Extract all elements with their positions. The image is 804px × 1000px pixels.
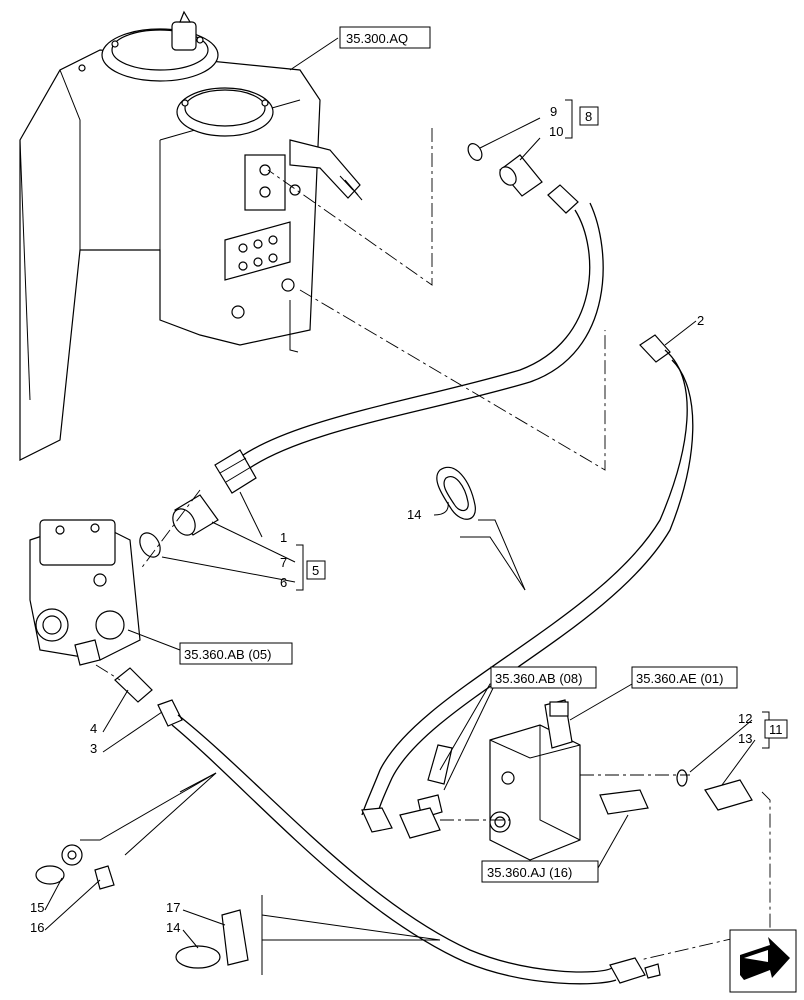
svg-text:8: 8 <box>585 109 592 124</box>
kit-box-8[interactable]: 8 <box>579 106 599 126</box>
kit-box-11[interactable]: 11 <box>764 719 788 739</box>
adapter-13 <box>704 779 753 811</box>
ref-box-35-360-aj-16[interactable]: 35.360.AJ (16) <box>481 860 599 883</box>
callout-7: 7 <box>280 555 287 570</box>
svg-text:35.300.AQ: 35.300.AQ <box>346 31 408 46</box>
hose-1 <box>214 184 604 494</box>
band-14 <box>175 945 221 969</box>
svg-text:5: 5 <box>312 563 319 578</box>
svg-text:11: 11 <box>769 722 783 737</box>
o-ring-6 <box>139 532 161 558</box>
pressure-sensor <box>417 744 453 819</box>
ref-box-35-360-ab-05[interactable]: 35.360.AB (05) <box>179 642 293 665</box>
svg-text:35.360.AE (01): 35.360.AE (01) <box>636 671 723 686</box>
callout-12: 12 <box>738 711 752 726</box>
elbow-fitting <box>399 807 441 839</box>
valve-block <box>489 699 581 861</box>
clamp-ring-14 <box>436 466 476 520</box>
ref-box-35-300-aq[interactable]: 35.300.AQ <box>339 26 431 49</box>
next-page-arrow-icon[interactable] <box>729 929 797 993</box>
callout-2: 2 <box>697 313 704 328</box>
callout-13: 13 <box>738 731 752 746</box>
ref-box-35-360-ae-01[interactable]: 35.360.AE (01) <box>631 666 738 689</box>
svg-text:35.360.AB (08): 35.360.AB (08) <box>495 671 582 686</box>
o-ring-12 <box>676 769 688 787</box>
callout-3: 3 <box>90 741 97 756</box>
clamp-15 <box>35 844 83 885</box>
callout-15: 15 <box>30 900 44 915</box>
hydraulic-pump <box>29 519 141 666</box>
hose-3 <box>157 699 661 985</box>
callout-9: 9 <box>550 104 557 119</box>
svg-text:35.360.AB (05): 35.360.AB (05) <box>184 647 271 662</box>
callout-10: 10 <box>549 124 563 139</box>
callout-6: 6 <box>280 575 287 590</box>
callout-14-bottom: 14 <box>166 920 180 935</box>
o-ring-9 <box>467 143 483 161</box>
svg-text:35.360.AJ (16): 35.360.AJ (16) <box>487 865 572 880</box>
callout-16: 16 <box>30 920 44 935</box>
valve-adapter <box>599 789 649 815</box>
hydraulic-tank <box>19 10 363 461</box>
adapter-4 <box>114 667 153 703</box>
hose-2 <box>361 334 694 833</box>
bolt-16 <box>94 865 115 890</box>
ref-box-35-360-ab-08[interactable]: 35.360.AB (08) <box>490 666 597 689</box>
adapter-10 <box>499 154 543 197</box>
callout-14-top: 14 <box>407 507 421 522</box>
callout-4: 4 <box>90 721 97 736</box>
clip-17 <box>221 909 249 966</box>
callout-17: 17 <box>166 900 180 915</box>
adapter-7 <box>172 494 219 536</box>
kit-box-5[interactable]: 5 <box>306 560 326 580</box>
callout-1: 1 <box>280 530 287 545</box>
center-lines <box>95 128 771 961</box>
